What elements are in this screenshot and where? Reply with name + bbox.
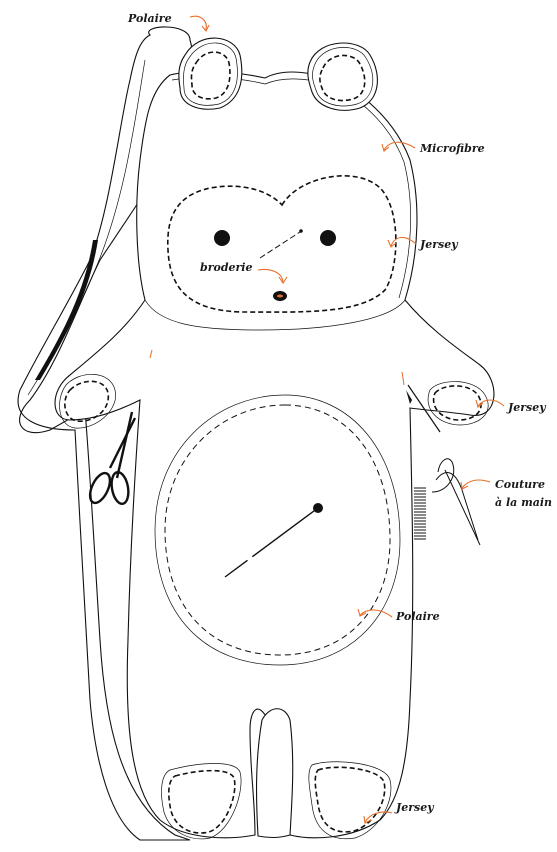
hand-sewing-needle-icon: [432, 459, 480, 545]
right-eye: [320, 230, 336, 246]
side-stitch-marks: [414, 488, 426, 539]
label-jersey-foot: Jersey: [394, 801, 435, 814]
label-polaire-belly: Polaire: [395, 610, 440, 623]
left-eye: [214, 230, 230, 246]
label-microfibre: Microfibre: [419, 142, 485, 155]
label-broderie: broderie: [200, 261, 253, 274]
arrow-polaire-top: [190, 16, 209, 31]
label-couture-line1: Couture: [495, 478, 545, 491]
scissors-icon: [86, 412, 135, 506]
leg-gap: [257, 709, 293, 838]
label-polaire-top: Polaire: [127, 12, 172, 25]
label-jersey-face: Jersey: [418, 238, 459, 251]
label-couture-line2: à la main: [495, 496, 552, 509]
right-ear: [308, 43, 378, 110]
arrow-couture: [461, 480, 490, 489]
label-jersey-hand: Jersey: [506, 401, 547, 414]
